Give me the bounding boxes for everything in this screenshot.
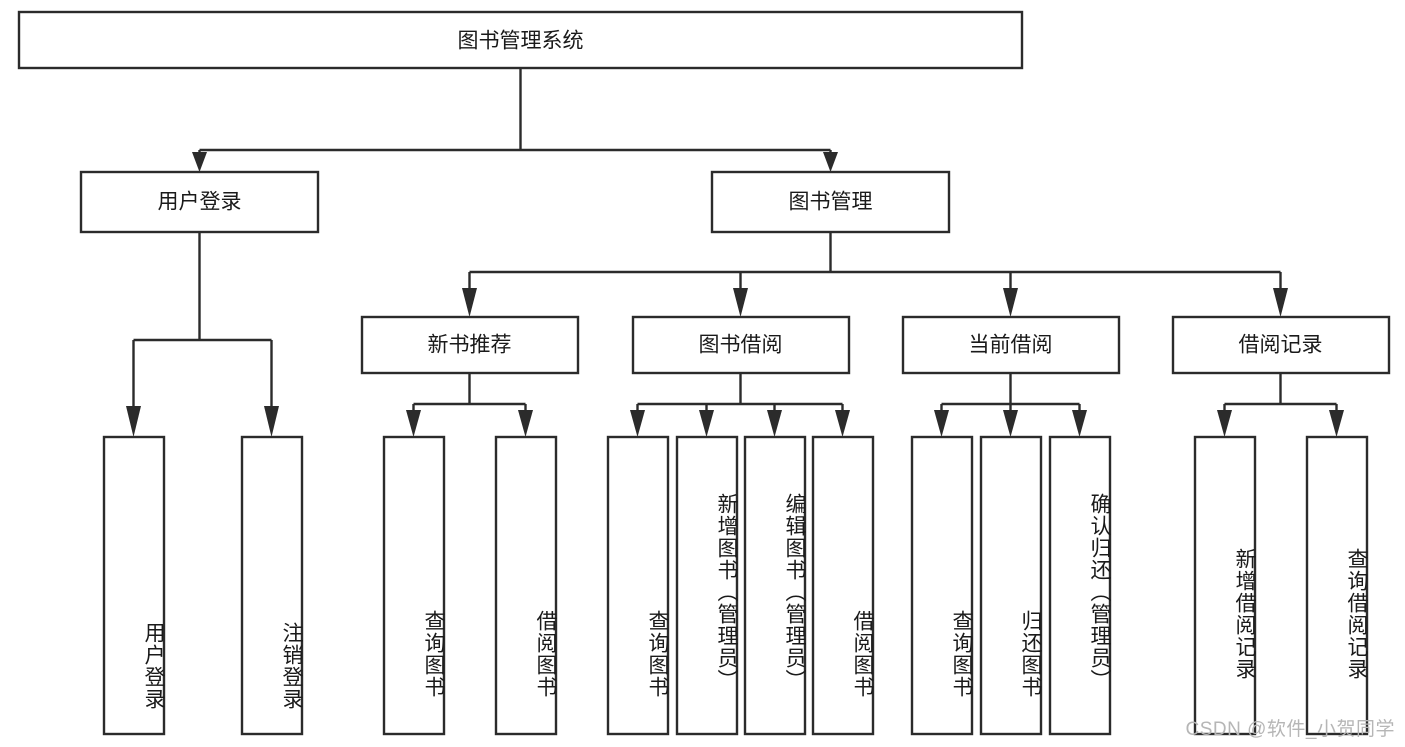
node-book-borrow-label: 图书借阅 [699,334,783,357]
leaf-box-nb-query-book[interactable] [382,435,446,736]
node-new-book[interactable]: 新书推荐 [360,315,580,375]
node-current-borrow-label: 当前借阅 [969,334,1053,357]
node-current-borrow-box[interactable] [901,315,1121,375]
node-new-book-box[interactable] [360,315,580,375]
node-current-borrow[interactable]: 当前借阅 [901,315,1121,375]
leaf-box-cb-return-book[interactable] [979,435,1043,736]
arrowhead-cb-query-book [934,410,949,437]
arrowhead-bb-borrow-book [835,410,850,437]
arrowhead-book-borrow [733,288,748,317]
node-user-login-box[interactable] [79,170,320,234]
leaf-box-bb-edit-book[interactable] [743,435,807,736]
node-borrow-record-box[interactable] [1171,315,1391,375]
arrowhead-cb-return-book [1003,410,1018,437]
arrowhead-bb-edit-book [767,410,782,437]
node-root-box[interactable] [17,10,1024,70]
node-user-login-label: 用户登录 [158,191,242,214]
arrowhead-user-login [192,152,207,172]
csdn-watermark: CSDN @软件_小贺同学 [1185,719,1395,740]
node-book-borrow[interactable]: 图书借阅 [631,315,851,375]
node-new-book-label: 新书推荐 [428,334,512,357]
node-borrow-record[interactable]: 借阅记录 [1171,315,1391,375]
arrowhead-nb-borrow-book [518,410,533,437]
node-book-manage-box[interactable] [710,170,951,234]
arrowhead-br-add-record [1217,410,1232,437]
connectors-current-borrow-to-leaves [934,373,1087,437]
leaf-box-bb-query-book[interactable] [606,435,670,736]
connectors-new-book-to-leaves [406,373,533,437]
connectors-user-login-to-leaves [126,232,279,437]
leaf-box-nb-borrow-book[interactable] [494,435,558,736]
leaf-box-cb-confirm-return[interactable] [1048,435,1112,736]
connectors-borrow-record-to-leaves [1217,373,1344,437]
node-book-manage-label: 图书管理 [789,191,873,214]
leaf-boxes-new-book [382,435,558,736]
arrowhead-leaf-logout [264,406,279,437]
connectors-book-manage-to-level3 [462,232,1288,317]
leaf-boxes-borrow-record [1193,435,1369,736]
node-borrow-record-label: 借阅记录 [1239,334,1323,357]
arrowhead-cb-confirm-return [1072,410,1087,437]
node-book-manage[interactable]: 图书管理 [710,170,951,234]
leaf-boxes-user-login [102,435,304,736]
arrowhead-new-book [462,288,477,317]
leaf-box-logout[interactable] [240,435,304,736]
leaf-box-user-login[interactable] [102,435,166,736]
arrowhead-borrow-record [1273,288,1288,317]
leaf-boxes-book-borrow [606,435,875,736]
leaf-box-bb-add-book[interactable] [675,435,739,736]
node-book-borrow-box[interactable] [631,315,851,375]
arrowhead-current-borrow [1003,288,1018,317]
arrowhead-bb-add-book [699,410,714,437]
arrowhead-leaf-user-login [126,406,141,437]
arrowhead-book-manage [823,152,838,172]
node-user-login[interactable]: 用户登录 [79,170,320,234]
arrowhead-br-query-record [1329,410,1344,437]
node-root[interactable]: 图书管理系统 [17,10,1024,70]
connectors-root-to-level2 [192,68,838,172]
arrowhead-nb-query-book [406,410,421,437]
node-root-label: 图书管理系统 [458,30,584,53]
connectors-book-borrow-to-leaves [630,373,850,437]
leaf-box-br-query-record[interactable] [1305,435,1369,736]
leaf-box-br-add-record[interactable] [1193,435,1257,736]
leaf-box-cb-query-book[interactable] [910,435,974,736]
arrowhead-bb-query-book [630,410,645,437]
leaf-box-bb-borrow-book[interactable] [811,435,875,736]
leaf-boxes-current-borrow [910,435,1112,736]
